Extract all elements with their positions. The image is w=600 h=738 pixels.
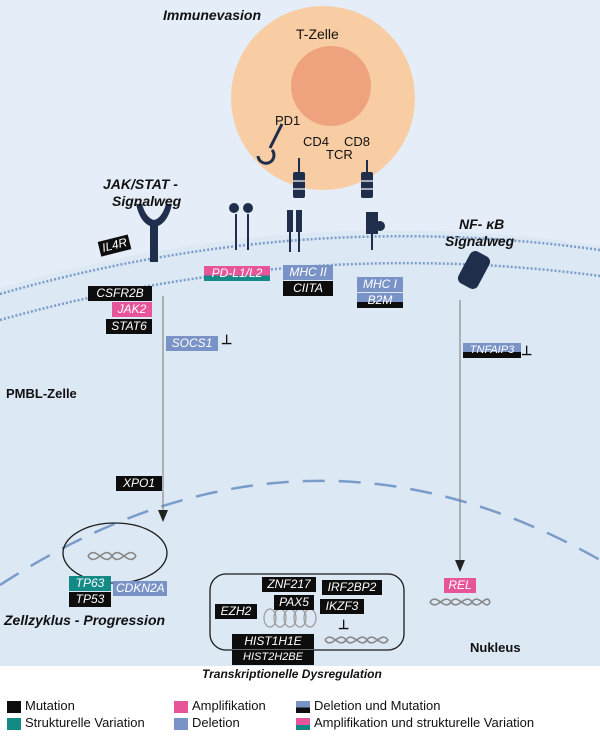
mhc2-icon <box>287 210 302 252</box>
jakstat-arrowhead <box>158 510 168 522</box>
legend-structural: Strukturelle Variation <box>25 715 145 730</box>
legend-swatch-structural <box>7 718 21 730</box>
dna-helix-icon-3 <box>429 598 491 606</box>
tcr-label: TCR <box>326 147 353 162</box>
gene-rel: REL <box>444 578 476 593</box>
gene-hist2h2be: HIST2H2BE <box>232 650 314 665</box>
cd8-label: CD8 <box>344 134 371 149</box>
gene-hist1h1e: HIST1H1E <box>232 634 314 649</box>
chromatin-icon <box>263 608 317 628</box>
immunevasion-title: Immunevasion <box>163 7 262 23</box>
gene-xpo1: XPO1 <box>116 476 162 491</box>
gene-znf217: ZNF217 <box>262 577 316 592</box>
nucleus-label: Nukleus <box>470 640 521 655</box>
pd1-receptor-icon <box>256 123 284 165</box>
dna-helix-icon-2 <box>324 636 389 644</box>
cd8-tcr-receptor-icon <box>361 160 373 198</box>
gene-ciita: CIITA <box>283 281 333 296</box>
t-cell-nucleus <box>291 46 371 126</box>
tnfaip3-inhibit-symbol: ⊥ <box>521 343 533 358</box>
dna-helix-icon <box>87 551 137 561</box>
legend-amp-structural: Amplifikation und strukturelle Variation <box>314 715 535 730</box>
jakstat-subtitle: Signalweg <box>112 193 182 209</box>
pmbl-cell-label: PMBL-Zelle <box>6 386 77 401</box>
t-cell-label: T-Zelle <box>296 26 339 42</box>
mhc1-icon <box>366 212 385 250</box>
nfkb-title: NF- κB <box>459 216 505 232</box>
gene-ezh2: EZH2 <box>215 604 257 619</box>
gene-stat6: STAT6 <box>106 319 152 334</box>
gene-tp63: TP63 <box>69 576 111 591</box>
gene-cdkn2a: CDKN2A <box>113 581 167 596</box>
gene-socs1: SOCS1 <box>166 336 218 351</box>
pd1-label: PD1 <box>275 113 301 128</box>
nfkb-subtitle: Signalweg <box>445 233 515 249</box>
gene-mhc2: MHC II <box>283 265 333 280</box>
transcription-title: Transkriptionelle Dysregulation <box>202 667 382 681</box>
gene-jak2: JAK2 <box>112 302 152 317</box>
nfkb-arrowhead <box>455 560 465 572</box>
cell-cycle-title: Zellzyklus - Progression <box>4 612 166 628</box>
cd4-receptor-icon <box>293 158 305 198</box>
legend-swatch-deletion <box>174 718 188 730</box>
gene-tp53: TP53 <box>69 592 111 607</box>
nuclear-envelope <box>0 479 600 587</box>
legend-swatch-deletion-mutation <box>296 701 310 713</box>
legend-mutation: Mutation <box>25 698 75 713</box>
gene-mhc1: MHC I <box>357 277 403 292</box>
gene-pdl1l2: PD-L1/L2 <box>204 266 270 281</box>
cd4-label: CD4 <box>303 134 330 149</box>
legend-deletion-mutation: Deletion und Mutation <box>314 698 441 713</box>
legend-deletion: Deletion <box>192 715 240 730</box>
legend-swatch-amp-structural <box>296 718 310 730</box>
gene-csfr2b: CSFR2B <box>88 286 152 301</box>
il4r-receptor-icon <box>136 204 172 262</box>
ikzf3-inhibit-symbol: ⊥ <box>338 617 350 632</box>
pdl1-ligand-icon <box>229 203 253 250</box>
legend-amplification: Amplifikation <box>192 698 266 713</box>
legend-swatch-amplification <box>174 701 188 713</box>
jakstat-title: JAK/STAT - <box>103 176 178 192</box>
socs1-inhibit-symbol: ⊥ <box>221 332 233 347</box>
legend-swatch-mutation <box>7 701 21 713</box>
gene-tnfaip3: TNFAIP3 <box>463 343 521 358</box>
gene-irf2bp2: IRF2BP2 <box>322 580 382 595</box>
gene-pax5: PAX5 <box>274 595 314 610</box>
nfkb-receptor-icon <box>457 251 491 289</box>
gene-b2m: B2M <box>357 293 403 308</box>
gene-ikzf3: IKZF3 <box>320 599 364 614</box>
